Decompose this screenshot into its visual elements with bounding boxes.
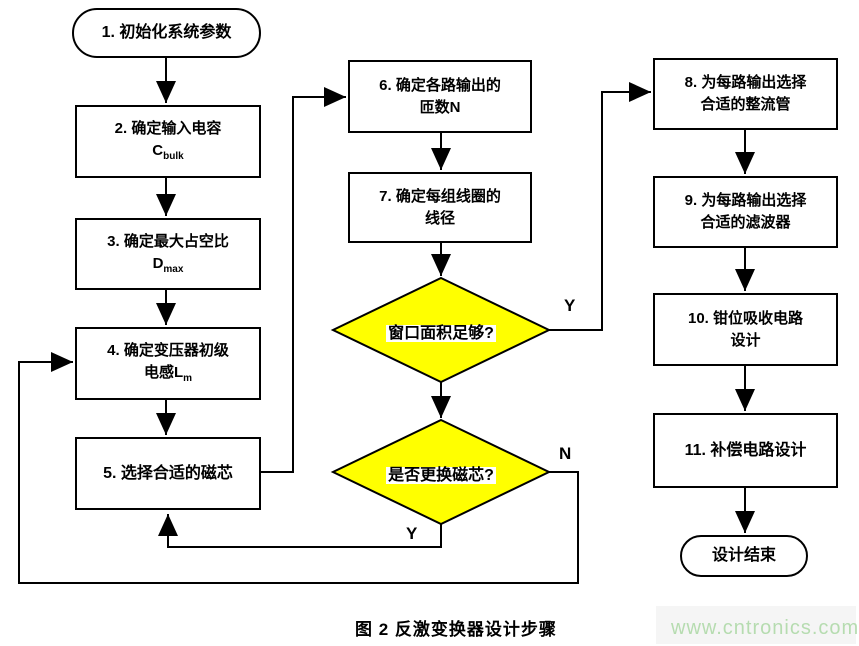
watermark-backdrop bbox=[656, 606, 856, 644]
figure-caption: 图 2 反激变换器设计步骤 bbox=[355, 620, 557, 639]
step-10-line1: 10. 钳位吸收电路 bbox=[687, 309, 804, 327]
step-6-line2: 匝数N bbox=[419, 98, 461, 116]
step-11-label: 11. 补偿电路设计 bbox=[684, 441, 807, 459]
step-5-label: 5. 选择合适的磁芯 bbox=[103, 464, 233, 482]
step-7-line2: 线径 bbox=[424, 209, 455, 227]
decision2-yes-label: Y bbox=[406, 524, 418, 543]
step-2-box: 2. 确定输入电容 Cbulk bbox=[75, 105, 261, 178]
step-10-box: 10. 钳位吸收电路 设计 bbox=[653, 293, 838, 366]
step-3-line1: 3. 确定最大占空比 bbox=[107, 232, 229, 250]
end-label: 设计结束 bbox=[711, 547, 776, 565]
step-9-box: 9. 为每路输出选择 合适的滤波器 bbox=[653, 176, 838, 248]
step-2-line2: Cbulk bbox=[152, 142, 184, 163]
step-8-line1: 8. 为每路输出选择 bbox=[684, 74, 807, 92]
step-2-line1: 2. 确定输入电容 bbox=[114, 120, 222, 138]
step-4-line2: 电感Lm bbox=[143, 364, 193, 385]
step-8-box: 8. 为每路输出选择 合适的整流管 bbox=[653, 58, 838, 130]
end-terminator: 设计结束 bbox=[680, 535, 808, 577]
connector-decision2-yes-step5 bbox=[158, 514, 442, 548]
step-8-line2: 合适的整流管 bbox=[700, 96, 791, 113]
step-4-box: 4. 确定变压器初级 电感Lm bbox=[75, 327, 261, 400]
step-1-label: 1. 初始化系统参数 bbox=[101, 24, 232, 42]
decision-change-core-label: 是否更换磁芯? bbox=[386, 467, 496, 484]
step-6-box: 6. 确定各路输出的 匝数N bbox=[348, 60, 532, 133]
step-5-box: 5. 选择合适的磁芯 bbox=[75, 437, 261, 510]
step-9-line1: 9. 为每路输出选择 bbox=[684, 192, 807, 210]
decision-window-area-label: 窗口面积足够? bbox=[386, 325, 496, 342]
step-1-terminator: 1. 初始化系统参数 bbox=[72, 8, 261, 58]
step-9-line2: 合适的滤波器 bbox=[700, 214, 791, 231]
connector-decision1-yes-step8 bbox=[549, 82, 651, 331]
step-11-box: 11. 补偿电路设计 bbox=[653, 413, 838, 488]
step-3-box: 3. 确定最大占空比 Dmax bbox=[75, 218, 261, 290]
step-7-line1: 7. 确定每组线圈的 bbox=[379, 187, 501, 205]
decision2-no-label: N bbox=[559, 444, 572, 463]
step-6-line1: 6. 确定各路输出的 bbox=[379, 76, 501, 94]
watermark-text: www.cntronics.com bbox=[671, 617, 859, 639]
step-7-box: 7. 确定每组线圈的 线径 bbox=[348, 172, 532, 243]
step-3-line2: Dmax bbox=[152, 254, 184, 275]
connector-step5-step6 bbox=[261, 87, 346, 473]
step-10-line2: 设计 bbox=[730, 331, 761, 349]
step-4-line1: 4. 确定变压器初级 bbox=[107, 342, 229, 360]
decision1-yes-label: Y bbox=[564, 296, 576, 315]
connector-decision2-no-step4 bbox=[18, 352, 579, 584]
